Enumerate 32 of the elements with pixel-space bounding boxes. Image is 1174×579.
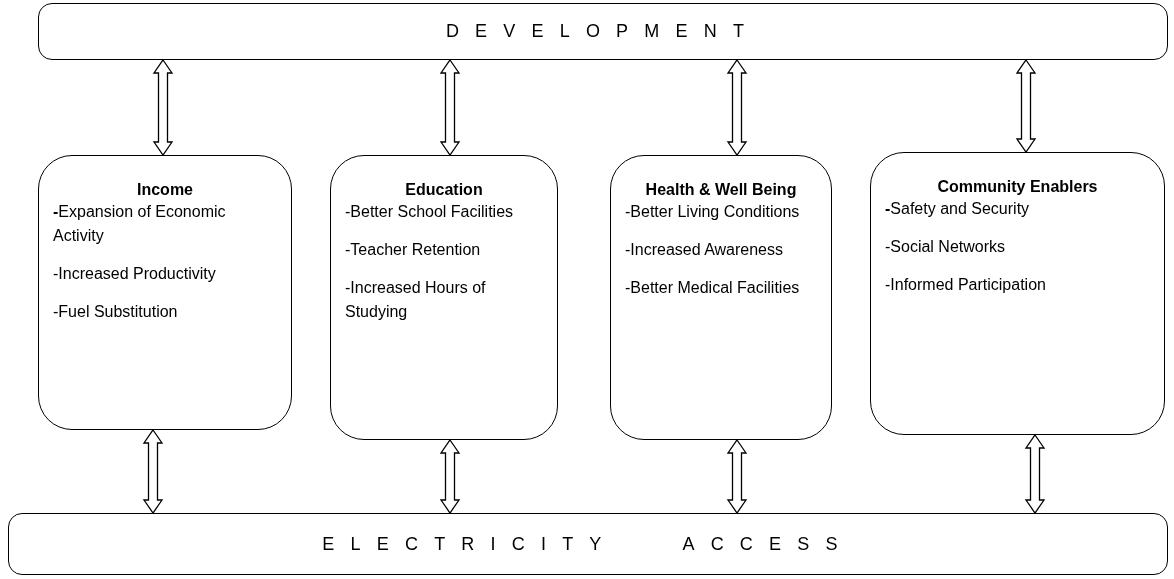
double-arrow bbox=[142, 428, 164, 515]
list-item: -Teacher Retention bbox=[345, 240, 482, 260]
category-heading: Health & Well Being bbox=[644, 180, 798, 200]
list-item: -Increased Awareness bbox=[625, 240, 784, 260]
double-arrow bbox=[726, 58, 748, 157]
category-box bbox=[38, 155, 292, 430]
banner-title: ELECTRICITY ACCESS bbox=[322, 532, 854, 556]
banner-box bbox=[38, 3, 1168, 60]
category-heading: Income bbox=[136, 180, 194, 200]
list-item: -Safety and Security bbox=[885, 199, 1031, 219]
list-item: -Better Medical Facilities bbox=[625, 278, 801, 298]
list-item: -Fuel Substitution bbox=[53, 302, 179, 322]
list-item: -Informed Participation bbox=[885, 275, 1047, 295]
list-item: -Expansion of Economic Activity bbox=[53, 202, 227, 246]
double-arrow bbox=[439, 58, 461, 157]
double-arrow bbox=[726, 438, 748, 515]
category-heading: Community Enablers bbox=[936, 177, 1099, 197]
list-item: -Increased Productivity bbox=[53, 264, 217, 284]
list-item: -Social Networks bbox=[885, 237, 1007, 257]
category-box bbox=[870, 152, 1165, 435]
double-arrow bbox=[1015, 58, 1037, 154]
banner-title: DEVELOPMENT bbox=[445, 20, 761, 43]
banner-box bbox=[8, 513, 1168, 575]
double-arrow bbox=[152, 58, 174, 157]
double-arrow bbox=[1024, 433, 1046, 515]
category-heading: Education bbox=[404, 180, 484, 200]
category-box bbox=[330, 155, 558, 440]
category-box bbox=[610, 155, 832, 440]
list-item: -Increased Hours of Studying bbox=[345, 278, 487, 322]
double-arrow bbox=[439, 438, 461, 515]
list-item: -Better Living Conditions bbox=[625, 202, 801, 222]
list-item: -Better School Facilities bbox=[345, 202, 515, 222]
